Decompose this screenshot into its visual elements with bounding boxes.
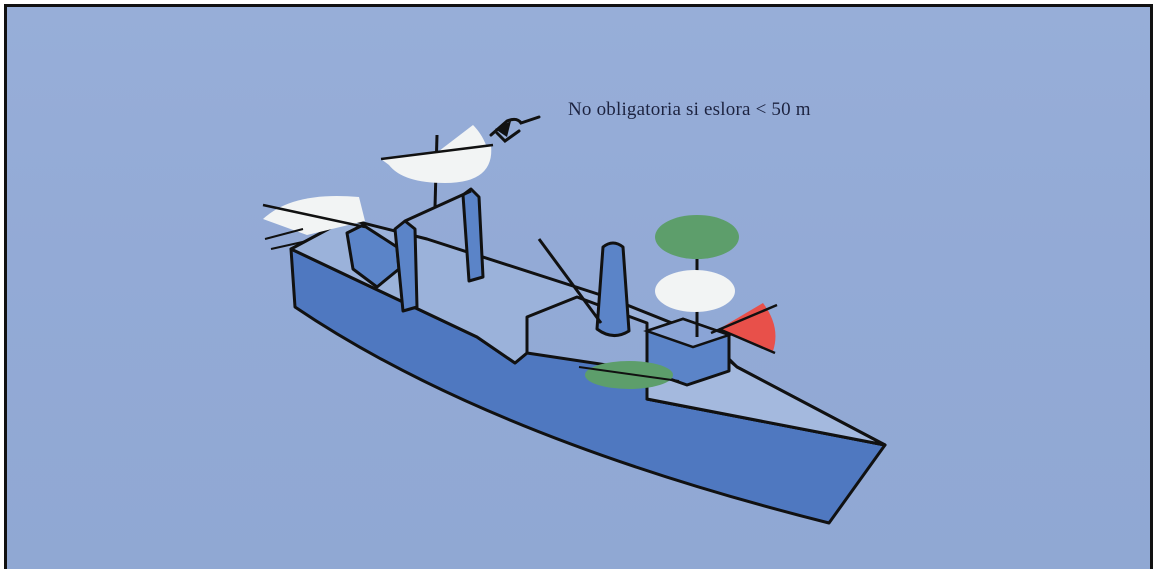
aft-masthead-light [381,145,492,183]
note-label: No obligatoria si eslora < 50 m [568,99,811,120]
funnel [595,241,631,337]
white-masthead-light [655,270,735,312]
cargo-boom [537,238,603,324]
green-light-line [578,366,680,382]
red-light-line [710,303,778,335]
red-sidelight [719,303,776,351]
diagram-frame: No obligatoria si eslora < 50 m [4,4,1153,569]
stern-post-left [393,219,419,313]
stern-light-tick [264,228,304,240]
stern-light-line [262,203,366,229]
aft-light-line [380,143,494,161]
stern-light-tick-2 [270,240,308,250]
wheelhouse-roof [643,317,733,349]
red-light-line-2 [718,327,776,355]
pointer-hand-tip [495,121,511,137]
green-masthead-light [655,215,739,259]
ship-lights-diagram [262,115,887,525]
stern-crossbar [404,189,472,223]
pointer-hand-icon [489,115,541,143]
